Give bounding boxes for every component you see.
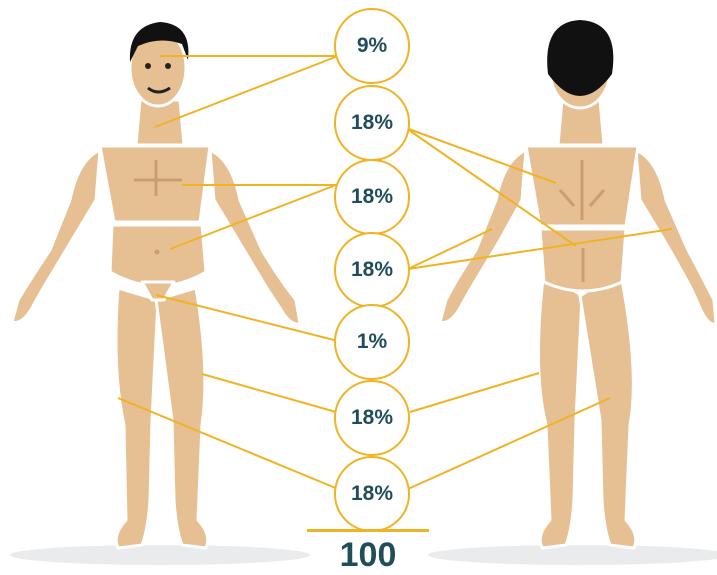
front-left-arm — [210, 150, 300, 324]
front-navel — [155, 250, 160, 255]
front-right-arm — [12, 150, 100, 322]
front-figure — [12, 30, 300, 548]
back-figure — [440, 32, 716, 548]
badge-head-percent: 9% — [334, 8, 410, 84]
front-right-leg — [116, 288, 158, 548]
front-figure-shadow — [10, 545, 310, 565]
back-left-leg — [538, 270, 582, 548]
leader-back-shin — [408, 398, 610, 489]
leader-front-thigh — [202, 374, 336, 412]
leader-back-thigh — [410, 373, 539, 412]
total-value: 100 — [307, 536, 429, 575]
badge-arms-percent: 18% — [334, 85, 410, 161]
front-abdomen — [110, 225, 206, 286]
badge-groin-percent: 1% — [334, 304, 410, 380]
total-divider — [307, 529, 429, 532]
badge-torso-front-percent: 18% — [334, 159, 410, 235]
badge-leg-left-percent: 18% — [334, 456, 410, 532]
back-left-arm — [440, 150, 526, 322]
badge-leg-right-percent: 18% — [334, 380, 410, 456]
front-eye-left — [145, 63, 151, 69]
back-right-arm — [636, 150, 716, 324]
front-eye-right — [165, 63, 171, 69]
back-figure-shadow — [428, 545, 717, 565]
back-right-leg — [580, 270, 636, 548]
badge-torso-back-percent: 18% — [334, 232, 410, 308]
